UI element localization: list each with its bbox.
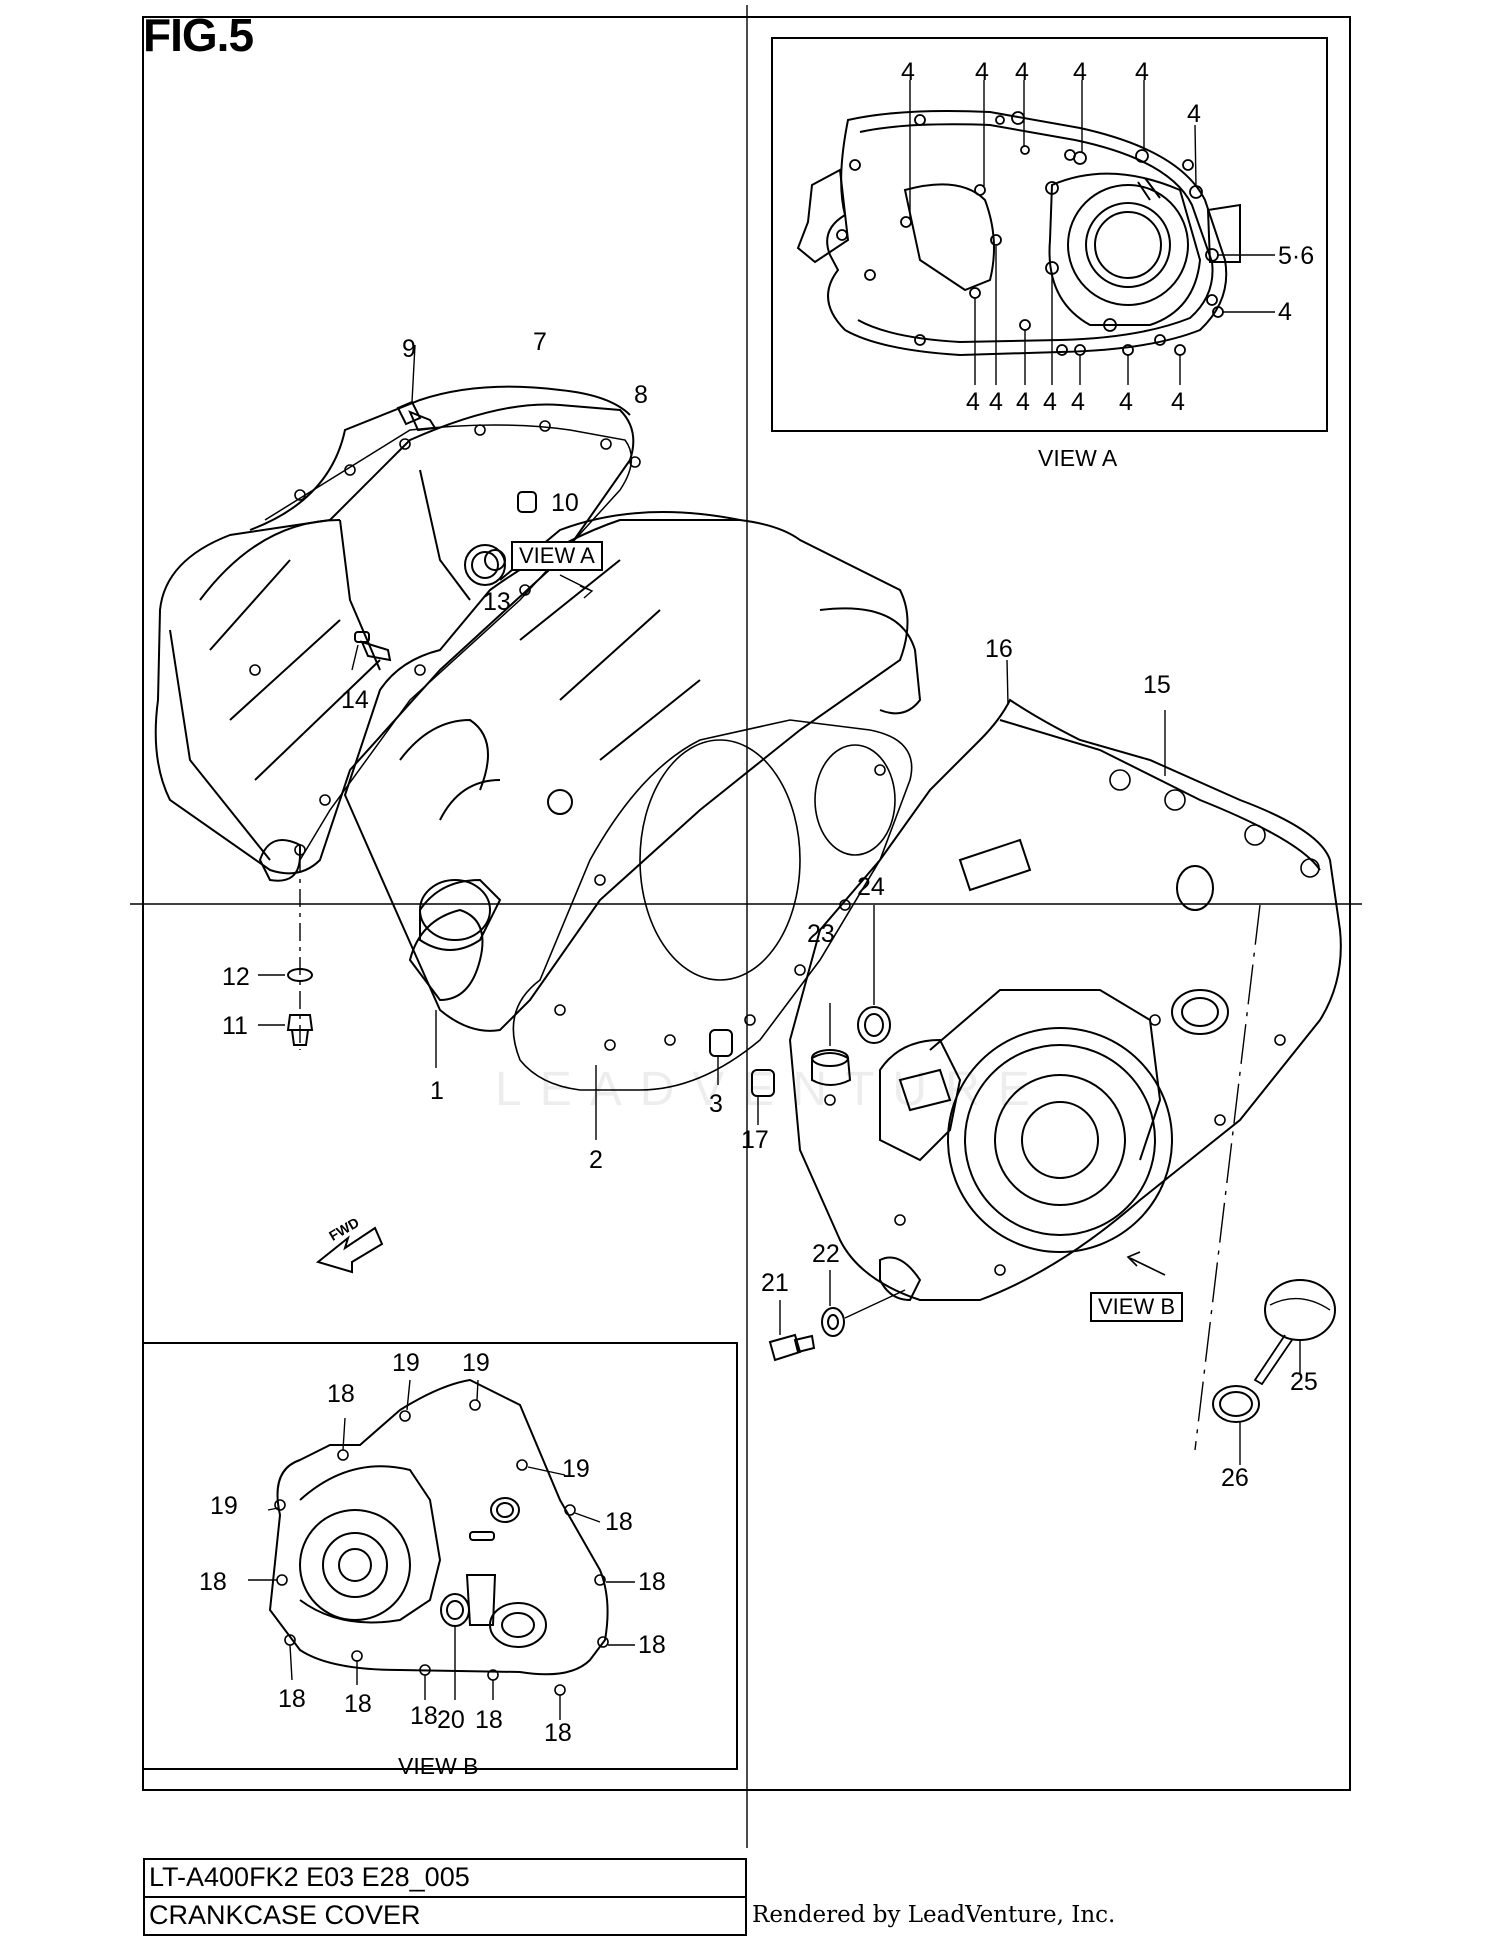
figure-title: FIG.5: [143, 9, 254, 61]
view-b-cover-drawing: [248, 1378, 635, 1720]
cvt-outer-cover-drawing: [154, 385, 641, 882]
callout-4: 4: [1187, 100, 1201, 128]
callout-18: 18: [605, 1508, 633, 1536]
render-credit: Rendered by LeadVenture, Inc.: [752, 1902, 1116, 1928]
callout-7: 7: [533, 328, 547, 356]
callout-19: 19: [462, 1349, 490, 1377]
callout-10: 10: [551, 489, 579, 517]
callout-21: 21: [761, 1269, 789, 1297]
callout-18: 18: [475, 1706, 503, 1734]
callout-18: 18: [638, 1631, 666, 1659]
callout-4: 4: [1043, 388, 1057, 416]
callout-17: 17: [741, 1126, 769, 1154]
forward-arrow-icon: [315, 1226, 384, 1274]
callout-18: 18: [278, 1685, 306, 1713]
view-b-caption: VIEW B: [398, 1753, 479, 1779]
view-a-tag: VIEW A: [511, 541, 603, 571]
callout-20: 20: [437, 1706, 465, 1734]
callout-19: 19: [210, 1492, 238, 1520]
callout-9: 9: [402, 335, 416, 363]
dowel-10-drawing: [517, 491, 537, 513]
callout-4: 4: [1119, 388, 1133, 416]
callout-1: 1: [430, 1077, 444, 1105]
callout-23: 23: [807, 920, 835, 948]
drain-bolt-21-gasket-22-drawing: [768, 1270, 906, 1362]
callout-4: 4: [1016, 388, 1030, 416]
callout-4: 4: [1278, 298, 1292, 326]
plug-23-drawing: [811, 1003, 852, 1086]
callout-18: 18: [344, 1690, 372, 1718]
callout-24: 24: [857, 873, 885, 901]
view-a-cover-drawing: [796, 80, 1275, 385]
callout-3: 3: [709, 1090, 723, 1118]
callout-4: 4: [1071, 388, 1085, 416]
callout-4: 4: [975, 58, 989, 86]
dowel-17-drawing: [751, 1069, 775, 1125]
cvt-inner-case-drawing: [343, 511, 922, 1068]
callout-18: 18: [410, 1702, 438, 1730]
callout-4: 4: [1073, 58, 1087, 86]
title-block-name: CRANKCASE COVER: [143, 1896, 747, 1936]
seal-13-drawing: [484, 549, 506, 571]
callout-18: 18: [638, 1568, 666, 1596]
callout-19: 19: [562, 1455, 590, 1483]
callout-11: 11: [222, 1012, 248, 1040]
callout-2: 2: [589, 1146, 603, 1174]
callout-19: 19: [392, 1349, 420, 1377]
o-ring-24-drawing: [857, 905, 891, 1044]
callout-16: 16: [985, 635, 1013, 663]
view-a-caption: VIEW A: [1038, 445, 1118, 471]
bolt-14-drawing: [351, 631, 392, 671]
callout-4: 4: [989, 388, 1003, 416]
view-b-tag: VIEW B: [1090, 1292, 1184, 1322]
callout-14: 14: [341, 686, 369, 714]
callout-22: 22: [812, 1240, 840, 1268]
callout-18: 18: [199, 1568, 227, 1596]
bolt-9-drawing: [396, 344, 437, 432]
dipstick-25-drawing: [1194, 904, 1336, 1451]
callout-5-6: 5·6: [1278, 242, 1315, 270]
callout-26: 26: [1221, 1464, 1249, 1492]
dowel-3-drawing: [709, 1029, 733, 1085]
gasket-2-drawing: [512, 719, 913, 1140]
callout-13: 13: [483, 588, 511, 616]
watermark-text: LEADVENTURE: [495, 1063, 1048, 1116]
callout-15: 15: [1143, 671, 1171, 699]
callout-18: 18: [544, 1719, 572, 1747]
callout-4: 4: [1015, 58, 1029, 86]
view-a-inset: [771, 37, 1328, 432]
title-block-model: LT-A400FK2 E03 E28_005: [143, 1858, 747, 1898]
callout-12: 12: [222, 963, 250, 991]
bolt-11-washer-12-drawing: [258, 855, 314, 1050]
callout-4: 4: [966, 388, 980, 416]
callout-4: 4: [901, 58, 915, 86]
callout-25: 25: [1290, 1368, 1318, 1396]
callout-8: 8: [634, 381, 648, 409]
o-ring-26-drawing: [1212, 1385, 1260, 1465]
crankcase-cover-drawing: [788, 659, 1342, 1302]
callout-4: 4: [1135, 58, 1149, 86]
callout-4: 4: [1171, 388, 1185, 416]
callout-18: 18: [327, 1380, 355, 1408]
